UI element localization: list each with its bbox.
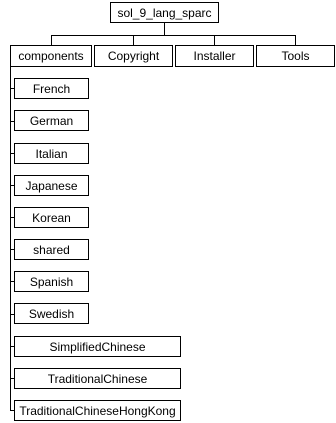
connector-simplifiedchinese: [10, 346, 14, 347]
connector-components-trunk: [10, 67, 11, 411]
node-swedish: Swedish: [14, 303, 89, 324]
node-installer: Installer: [175, 45, 254, 67]
node-german: German: [14, 110, 89, 131]
connector-korean: [10, 217, 14, 218]
node-italian: Italian: [14, 143, 89, 164]
node-japanese: Japanese: [14, 175, 89, 196]
connector-swedish: [10, 314, 14, 315]
connector-to-installer: [214, 35, 215, 45]
connector-level1-bar: [51, 35, 296, 36]
connector-to-copyright: [133, 35, 134, 45]
connector-japanese: [10, 185, 14, 186]
connector-root-stem: [164, 23, 165, 36]
node-root: sol_9_lang_sparc: [110, 2, 219, 23]
node-tools: Tools: [256, 45, 335, 67]
node-korean: Korean: [14, 207, 89, 228]
node-spanish: Spanish: [14, 271, 89, 292]
connector-to-tools: [295, 35, 296, 45]
connector-spanish: [10, 281, 14, 282]
connector-italian: [10, 153, 14, 154]
node-simplifiedchinese: SimplifiedChinese: [14, 336, 181, 357]
node-components: components: [10, 45, 92, 67]
node-french: French: [14, 78, 89, 99]
connector-traditionalchinese: [10, 378, 14, 379]
connector-shared: [10, 249, 14, 250]
node-shared: shared: [14, 239, 89, 260]
node-traditionalchinese: TraditionalChinese: [14, 368, 181, 389]
connector-to-components: [51, 35, 52, 45]
connector-german: [10, 121, 14, 122]
connector-traditionalchinesehongkong: [10, 410, 14, 411]
node-copyright: Copyright: [94, 45, 173, 67]
node-traditionalchinesehongkong: TraditionalChineseHongKong: [14, 400, 181, 421]
connector-french: [10, 88, 14, 89]
